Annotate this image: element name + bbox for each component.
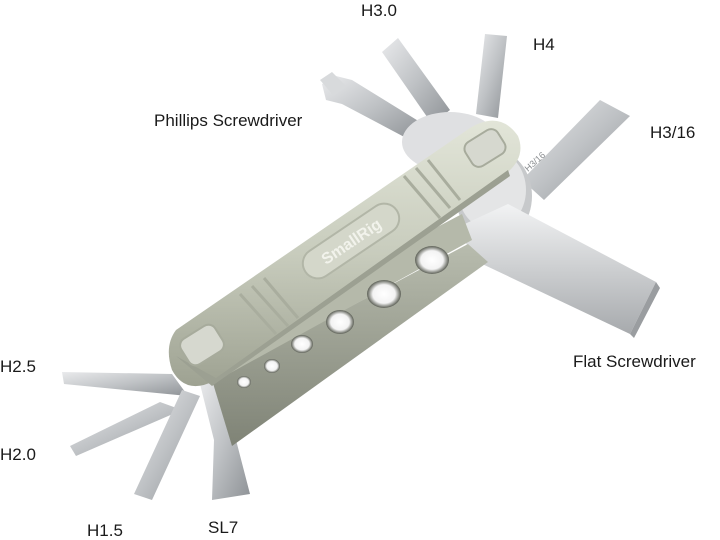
grip-grooves xyxy=(238,159,462,336)
label-h3-0: H3.0 xyxy=(361,1,397,20)
hole xyxy=(326,310,354,334)
label-h2-5: H2.5 xyxy=(0,357,36,376)
bit-h2-5 xyxy=(62,372,188,396)
blade-flat-screwdriver xyxy=(456,204,660,338)
label-h2-0: H2.0 xyxy=(0,445,36,464)
bit-phillips xyxy=(320,72,420,140)
handle-body: SmallRig xyxy=(168,120,521,387)
screw-top xyxy=(463,128,507,168)
label-flat-screwdriver: Flat Screwdriver xyxy=(573,352,696,371)
hole xyxy=(415,246,449,274)
label-h4: H4 xyxy=(533,35,555,54)
hole xyxy=(237,376,251,388)
bit-h3-16: H3/16 xyxy=(522,100,630,200)
label-phillips-screwdriver: Phillips Screwdriver xyxy=(154,111,303,130)
hole xyxy=(291,335,313,353)
label-sl7: SL7 xyxy=(208,518,239,537)
hole xyxy=(264,359,280,373)
bit-h3-0 xyxy=(382,38,450,124)
hole xyxy=(367,280,401,308)
label-h3-16: H3/16 xyxy=(650,123,696,142)
bit-sl7 xyxy=(200,378,250,500)
screw-bottom xyxy=(179,323,225,367)
bit-h1-5 xyxy=(134,390,200,500)
bit-h4 xyxy=(476,34,507,118)
label-h1-5: H1.5 xyxy=(87,521,123,540)
bit-h2-0 xyxy=(70,402,182,456)
